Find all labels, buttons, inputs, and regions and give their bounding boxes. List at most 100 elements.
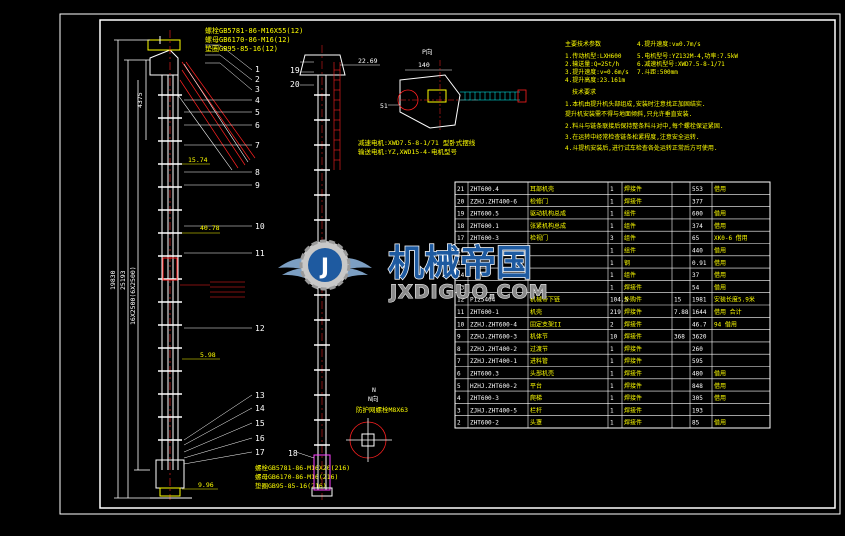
dim-text: 19830 (109, 270, 117, 290)
table-cell: 机体节 (530, 333, 548, 341)
table-cell: 3620 (692, 334, 707, 341)
table-cell: 1981 (692, 297, 707, 304)
svg-text:J: J (319, 255, 329, 280)
table-cell: 焊接件 (624, 345, 642, 353)
table-cell: 94 借用 (714, 320, 737, 328)
table-cell: 2 (457, 420, 461, 427)
top-left-label: 垫圈GB95-85-16(12) (205, 44, 278, 53)
table-cell: 7.88 (674, 309, 689, 316)
callout-number: 16 (255, 434, 265, 443)
tech-req: 3.在运转中经常检查链条松紧程度,注意安全运转. (565, 133, 699, 141)
table-cell: 组件 (624, 210, 636, 218)
mid-callouts: 19 20 18 (288, 66, 300, 458)
table-cell: 安装长度5.9米 (714, 296, 755, 304)
table-cell: 组件 (624, 222, 636, 230)
callout-number: 18 (288, 449, 298, 458)
table-cell: 过渡节 (530, 345, 548, 353)
inner-frame (99, 19, 836, 509)
table-cell: 9 (457, 334, 461, 341)
table-cell: ZZHJ.ZHT600-4 (470, 321, 517, 328)
table-cell: 借用 (714, 247, 726, 255)
table-cell: 1 (610, 186, 614, 193)
callout-number: 8 (255, 168, 260, 177)
tech-param: 4.提升高度:23.161m (565, 76, 626, 84)
dim-text: 22.69 (358, 57, 378, 65)
table-cell: 组件 (624, 234, 636, 242)
table-cell: 1 (610, 346, 614, 353)
table-cell: 15 (457, 260, 465, 267)
table-cell: ZHT600.1 (470, 223, 499, 230)
table-cell: 1 (610, 395, 614, 402)
table-cell: 54 (692, 284, 700, 291)
table-cell: 2 (610, 321, 614, 328)
table-cell: 头罩 (530, 419, 542, 427)
table-cell: 借用 (714, 185, 726, 193)
top-left-labels: 螺栓GB5781-86-M16X55(12) 螺母GB6170-86-M16(1… (205, 26, 303, 53)
table-cell: 焊接件 (624, 406, 642, 414)
table-cell: 检修门 (530, 197, 548, 205)
table-cell: ZHT600-2 (470, 420, 499, 427)
table-cell: 借用 合计 (714, 308, 742, 316)
table-cell: 耳部机壳 (530, 185, 554, 193)
table-cell: 焊接件 (624, 382, 642, 390)
table-cell: 104.5 (610, 297, 628, 304)
table-cell: 借用 (714, 370, 726, 378)
table-cell: ZZHJ.ZHT400-6 (470, 198, 517, 205)
table-cell: HZHJ.ZHT600-2 (470, 383, 517, 390)
bottom-left-label: 垫圈GB95-85-16(216) (255, 481, 327, 490)
table-cell: 85 (692, 420, 700, 427)
table-cell: 借用 (714, 259, 726, 267)
table-cell: 6 (457, 371, 461, 378)
bottom-left-label: 螺栓GB5781-86-M16X20(216) (255, 463, 350, 472)
dim-text: 9.96 (198, 481, 214, 489)
p-view-detail: P向 140 51 (380, 47, 527, 130)
table-cell: 368 (674, 334, 685, 341)
table-cell: 焊接件 (624, 394, 642, 402)
table-cell: 机壳 (530, 308, 542, 316)
table-cell: ZHT600.3 (470, 371, 499, 378)
table-cell: 1 (610, 223, 614, 230)
table-cell: 7 (457, 358, 461, 365)
table-cell: ZZHJ.ZHT400-2 (470, 346, 517, 353)
watermark-text-en: JXDIGUO.COM (388, 281, 549, 303)
table-cell: 外购件 (624, 296, 642, 304)
callout-number: 2 (255, 75, 260, 84)
table-cell: 305 (692, 395, 703, 402)
table-cell: 1 (610, 420, 614, 427)
table-cell: 193 (692, 407, 703, 414)
table-cell: 3 (610, 235, 614, 242)
table-cell: 4 (457, 395, 461, 402)
table-cell: 219 (610, 309, 621, 316)
table-cell: 1 (610, 358, 614, 365)
table-cell: 借用 (714, 283, 726, 291)
tech-param: 2.输送量:Q=25t/h (565, 60, 620, 68)
view-label: P向 (422, 47, 432, 56)
n-view-detail: N N向 防护网螺栓M8X63 (346, 386, 408, 462)
table-cell: 10 (457, 321, 465, 328)
table-cell: 18 (457, 223, 465, 230)
tech-req: 1.本机由提升机头部组成,安装时注意找正加固结实. (565, 100, 705, 108)
table-cell: ZJHJ.ZHT400-5 (470, 407, 517, 414)
table-cell: 848 (692, 383, 703, 390)
table-cell: 17 (457, 235, 465, 242)
tech-param: 7.斗距:500mm (637, 69, 678, 76)
callout-number: 12 (255, 324, 265, 333)
callout-number: 9 (255, 181, 260, 190)
callout-number: 4 (255, 96, 260, 105)
table-cell: 20 (457, 198, 465, 205)
table-cell: 借用 (714, 271, 726, 279)
table-cell: 借用 (714, 394, 726, 402)
tech-param: 1.传动机型:LXH600 (565, 52, 622, 60)
table-cell: 焊接件 (624, 419, 642, 427)
table-cell: 1 (610, 198, 614, 205)
table-cell: 1 (610, 407, 614, 414)
bottom-left-label: 螺母GB6170-86-M16(216) (255, 472, 338, 481)
